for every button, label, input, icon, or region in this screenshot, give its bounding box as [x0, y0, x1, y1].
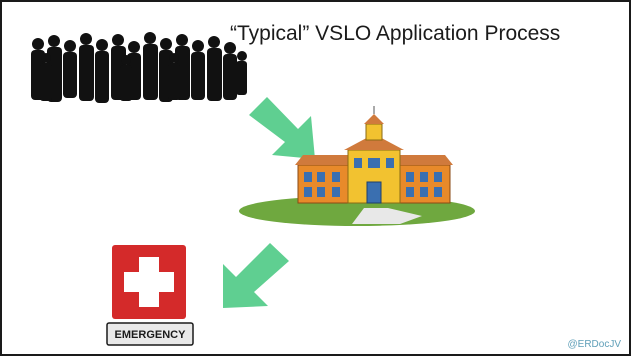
- slide-title: “Typical” VSLO Application Process: [230, 22, 561, 45]
- crowd-silhouette-icon: [31, 32, 247, 103]
- emergency-sign-label: EMERGENCY: [115, 329, 187, 341]
- arrow-left-down-icon: [223, 243, 289, 308]
- footer-handle: @ERDocJV: [567, 339, 622, 350]
- arrow-right-down-icon: [249, 97, 315, 159]
- school-building-icon: [239, 106, 475, 226]
- emergency-sign-icon: EMERGENCY: [106, 245, 194, 346]
